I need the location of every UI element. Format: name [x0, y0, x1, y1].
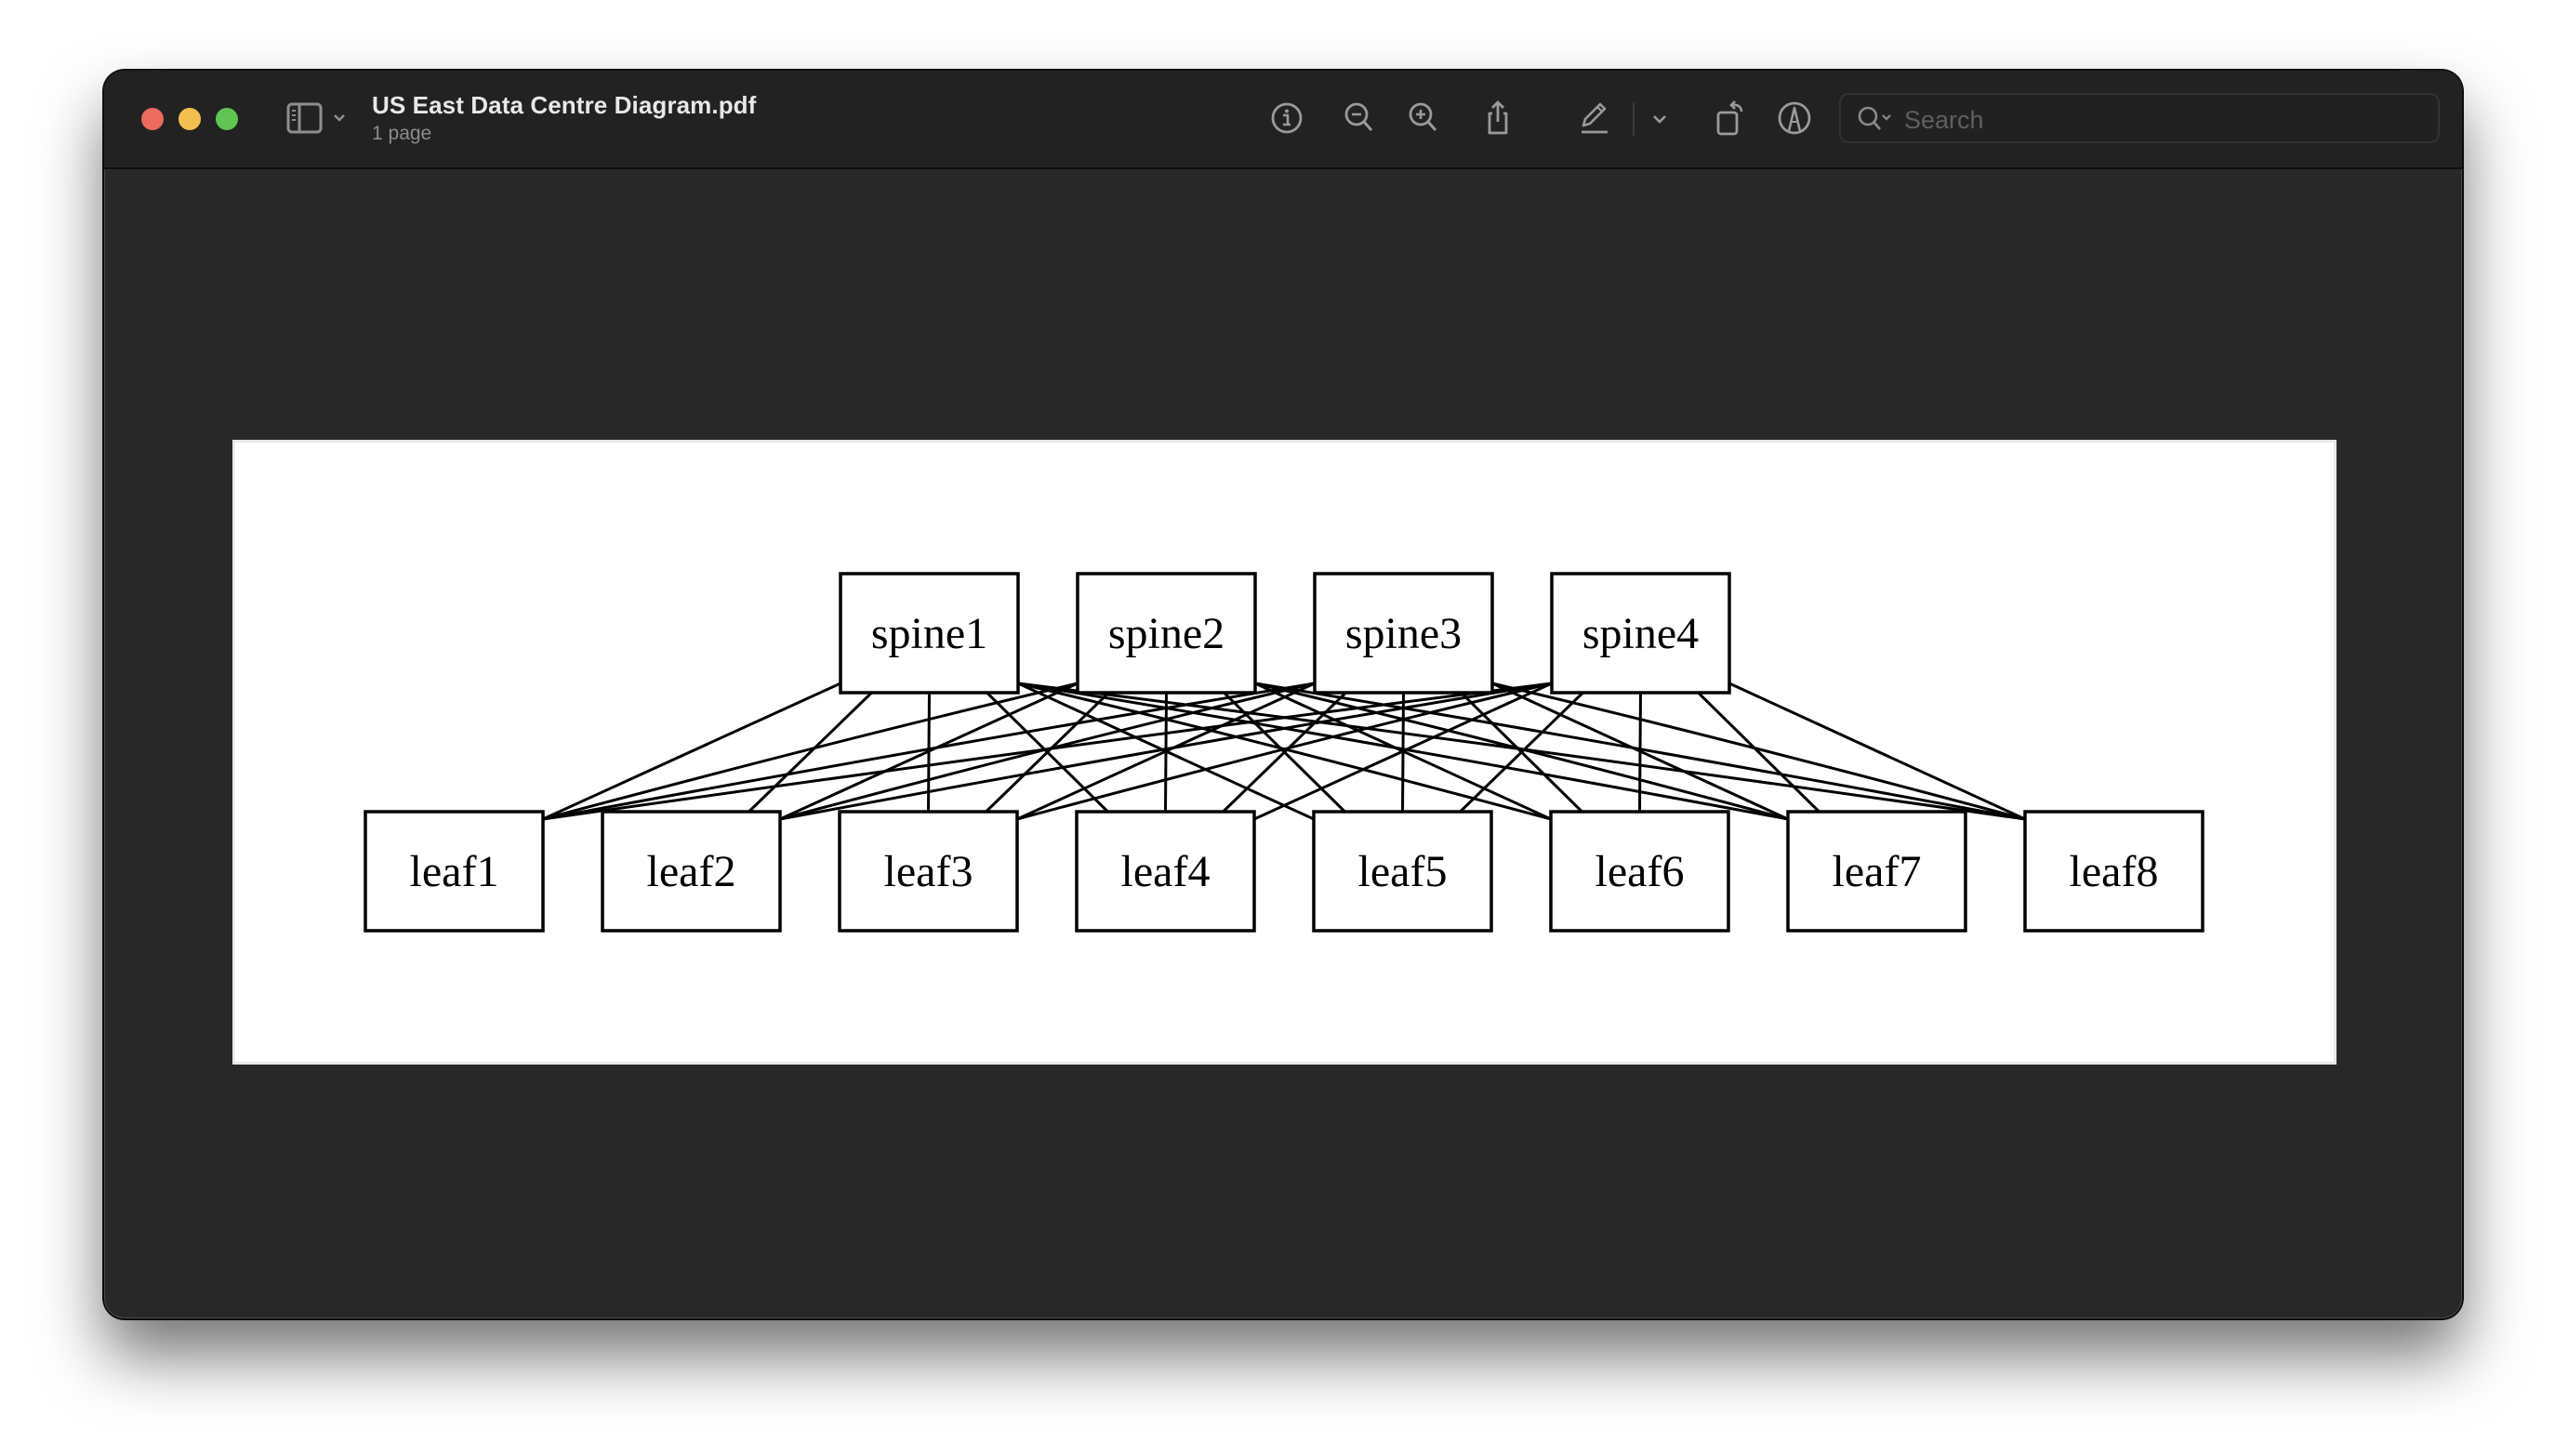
search-icon — [1858, 106, 1891, 130]
edge-spine2-leaf2 — [779, 682, 1079, 821]
leaf-box — [1549, 810, 1730, 933]
zoom-in-button[interactable] — [1405, 99, 1442, 137]
node-leaf7: leaf7 — [1786, 810, 1967, 933]
toolbar-separator — [1633, 102, 1635, 136]
edge-spine2-leaf1 — [542, 682, 1079, 821]
leaf-box — [601, 810, 782, 933]
info-icon — [1271, 102, 1303, 134]
edge-spine3-leaf1 — [542, 682, 1316, 821]
edge-spine4-leaf8 — [1728, 682, 2026, 821]
sidebar-icon — [286, 102, 345, 134]
leaf-box — [1312, 810, 1493, 933]
edge-spine3-leaf2 — [779, 682, 1316, 821]
title-bar: US East Data Centre Diagram.pdf 1 page — [104, 71, 2462, 169]
diagram-edges — [542, 682, 2026, 821]
edge-spine2-leaf3 — [985, 691, 1110, 814]
spine-box — [1313, 572, 1494, 695]
leaf-box — [364, 810, 545, 933]
leaf-label: leaf2 — [647, 847, 736, 896]
maximize-button[interactable] — [216, 108, 238, 130]
spine-label: spine2 — [1108, 609, 1224, 658]
share-icon — [1488, 100, 1508, 135]
page-count: 1 page — [372, 123, 432, 144]
edge-spine4-leaf3 — [1016, 682, 1553, 821]
leaf-box — [1786, 810, 1967, 933]
edge-spine1-leaf7 — [1017, 682, 1789, 821]
info-button[interactable] — [1268, 99, 1305, 137]
diagram-nodes: spine1 spine2 spine3 spine4 leaf1 leaf2 leaf3 l… — [364, 572, 2204, 933]
spine-label: spine4 — [1582, 609, 1699, 658]
node-leaf2: leaf2 — [601, 810, 782, 933]
leaf-label: leaf3 — [884, 847, 973, 896]
document-title: US East Data Centre Diagram.pdf — [372, 91, 757, 119]
node-spine4: spine4 — [1550, 572, 1731, 695]
node-spine3: spine3 — [1313, 572, 1494, 695]
leaf-label: leaf8 — [2070, 847, 2159, 896]
document-viewport[interactable]: spine1 spine2 spine3 spine4 leaf1 leaf2 leaf3 l… — [104, 169, 2462, 1318]
pdf-page: spine1 spine2 spine3 spine4 leaf1 leaf2 leaf3 l… — [235, 443, 2334, 1062]
highlight-pencil-icon — [1582, 102, 1608, 134]
leaf-label: leaf5 — [1358, 847, 1448, 896]
rotate-icon — [1716, 100, 1743, 136]
node-leaf8: leaf8 — [2023, 810, 2204, 933]
node-leaf5: leaf5 — [1312, 810, 1493, 933]
zoom-in-icon — [1409, 102, 1437, 131]
edge-spine4-leaf2 — [779, 682, 1553, 821]
share-button[interactable] — [1479, 99, 1516, 137]
document-title-block: US East Data Centre Diagram.pdf 1 page — [372, 91, 756, 145]
edge-spine4-leaf4 — [1253, 682, 1553, 821]
search-field[interactable] — [1839, 93, 2440, 143]
edge-spine2-leaf8 — [1254, 682, 2026, 821]
spine-leaf-network-diagram: spine1 spine2 spine3 spine4 leaf1 leaf2 leaf3 l… — [364, 572, 2204, 933]
spine-box — [1550, 572, 1731, 695]
leaf-box — [1075, 810, 1256, 933]
edge-spine4-leaf1 — [542, 682, 1553, 821]
leaf-box — [838, 810, 1019, 933]
highlight-options-button[interactable] — [1641, 99, 1678, 137]
markup-icon — [1778, 101, 1811, 135]
minimize-button[interactable] — [179, 108, 201, 130]
spine-label: spine3 — [1345, 609, 1462, 658]
leaf-label: leaf6 — [1595, 847, 1685, 896]
chevron-down-icon — [1653, 115, 1666, 124]
edge-spine3-leaf3 — [1016, 682, 1316, 821]
edge-spine1-leaf6 — [1017, 682, 1552, 821]
preview-window: US East Data Centre Diagram.pdf 1 page — [104, 71, 2462, 1318]
node-leaf4: leaf4 — [1075, 810, 1256, 933]
markup-button[interactable] — [1776, 99, 1813, 137]
edge-spine4-leaf5 — [1459, 691, 1584, 814]
highlight-button[interactable] — [1576, 99, 1613, 137]
spine-box — [1076, 572, 1257, 695]
search-input[interactable] — [1902, 102, 2427, 138]
node-leaf3: leaf3 — [838, 810, 1019, 933]
leaf-label: leaf1 — [410, 847, 499, 896]
edge-spine1-leaf2 — [748, 691, 873, 814]
edge-spine1-leaf1 — [542, 682, 841, 821]
edge-spine2-leaf7 — [1254, 682, 1789, 821]
zoom-out-button[interactable] — [1341, 99, 1378, 137]
edge-spine4-leaf7 — [1697, 691, 1820, 814]
edge-spine3-leaf8 — [1491, 682, 2026, 821]
node-leaf1: leaf1 — [364, 810, 545, 933]
leaf-label: leaf7 — [1833, 847, 1922, 896]
leaf-box — [2023, 810, 2204, 933]
node-leaf6: leaf6 — [1549, 810, 1730, 933]
spine-box — [839, 572, 1020, 695]
close-button[interactable] — [141, 108, 164, 130]
rotate-button[interactable] — [1711, 99, 1748, 137]
spine-label: spine1 — [871, 609, 987, 658]
node-spine2: spine2 — [1076, 572, 1257, 695]
zoom-out-icon — [1344, 102, 1373, 131]
leaf-label: leaf4 — [1121, 847, 1211, 896]
sidebar-toggle-button[interactable] — [286, 102, 353, 136]
node-spine1: spine1 — [839, 572, 1020, 695]
edge-spine4-leaf6 — [1638, 692, 1642, 813]
edge-spine1-leaf8 — [1017, 682, 2026, 821]
